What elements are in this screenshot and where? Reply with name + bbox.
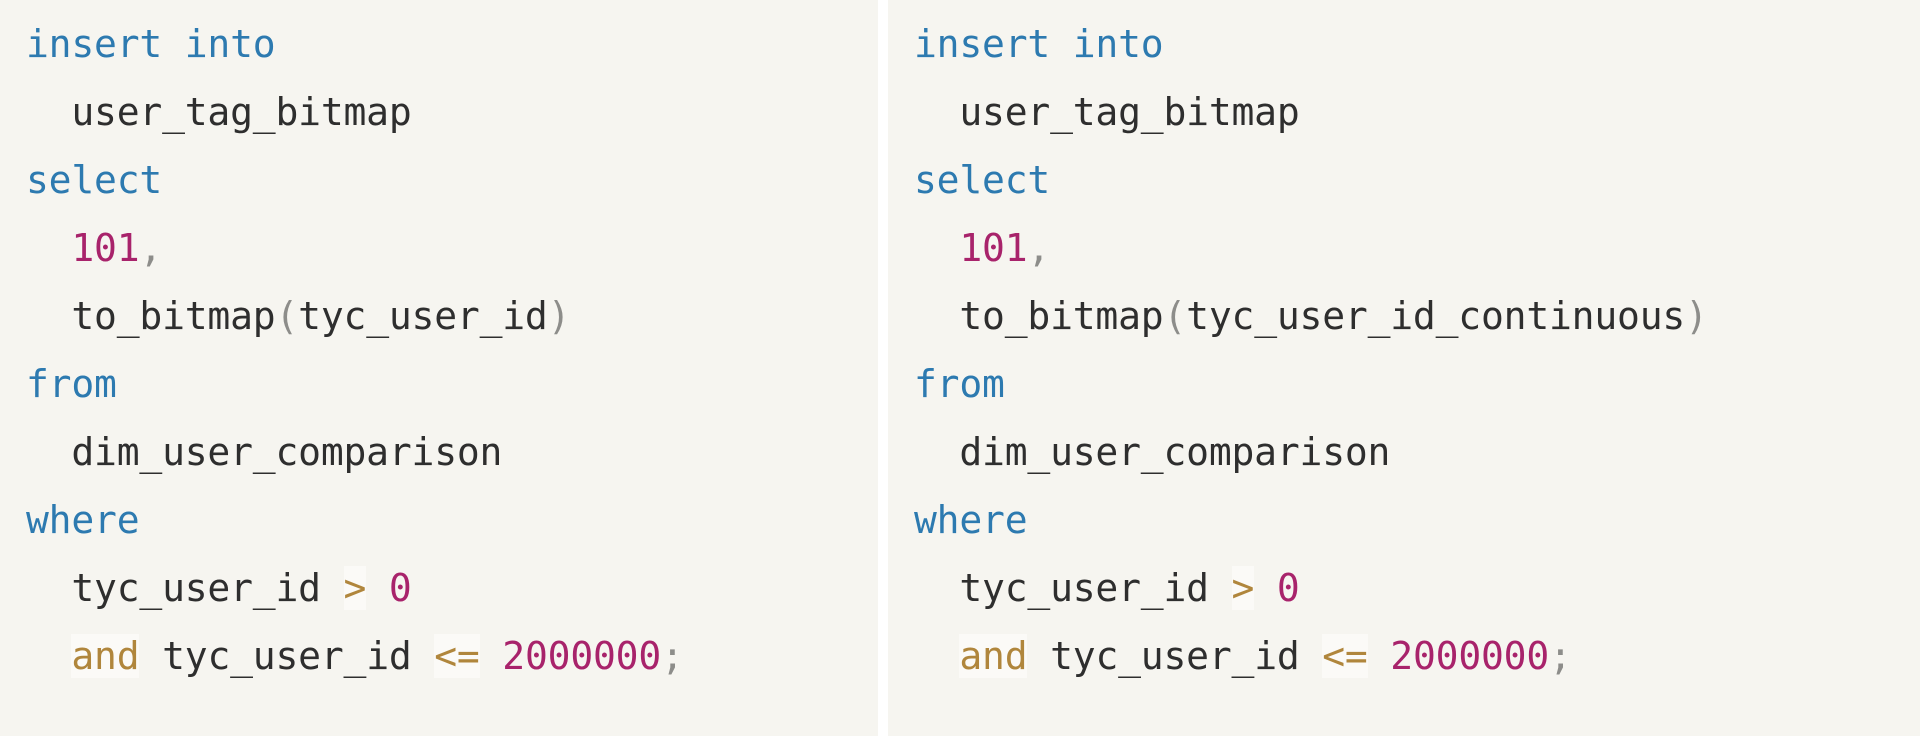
code-token-opkw: and <box>71 634 140 678</box>
code-line: dim_user_comparison <box>0 418 878 486</box>
code-token-num: 0 <box>388 566 412 610</box>
code-token-punc: ) <box>547 294 571 338</box>
code-line: tyc_user_id > 0 <box>0 554 878 622</box>
code-token-kw: select <box>26 158 163 202</box>
code-token-kw: from <box>914 362 1005 406</box>
code-token-id: to_bitmap <box>959 294 1164 338</box>
indent-space <box>914 294 959 338</box>
code-token-id: tyc_user_id <box>298 294 548 338</box>
indent-space <box>26 226 71 270</box>
code-token-id: user_tag_bitmap <box>71 90 412 134</box>
code-token-kw: insert into <box>26 22 276 66</box>
code-token-ws <box>1368 634 1391 678</box>
code-token-ws <box>1027 634 1050 678</box>
code-token-id: to_bitmap <box>71 294 276 338</box>
code-token-id: tyc_user_id <box>1050 634 1300 678</box>
code-token-num: 2000000 <box>502 634 662 678</box>
code-line: select <box>0 146 878 214</box>
code-token-kw: insert into <box>914 22 1164 66</box>
code-line: from <box>0 350 878 418</box>
code-token-ws <box>412 634 435 678</box>
code-token-op: <= <box>434 634 480 678</box>
code-token-punc: , <box>1027 226 1051 270</box>
indent-space <box>26 90 71 134</box>
code-token-kw: where <box>914 498 1028 542</box>
code-token-punc: , <box>139 226 163 270</box>
code-token-num: 2000000 <box>1390 634 1550 678</box>
indent-space <box>914 566 959 610</box>
code-token-id: tyc_user_id <box>71 566 321 610</box>
code-token-ws <box>1209 566 1232 610</box>
indent-space <box>26 430 71 474</box>
code-line: insert into <box>888 10 1920 78</box>
code-line: where <box>0 486 878 554</box>
code-token-id: user_tag_bitmap <box>959 90 1300 134</box>
indent-space <box>914 634 959 678</box>
code-token-opkw: and <box>959 634 1028 678</box>
code-token-ws <box>1300 634 1323 678</box>
code-line: where <box>888 486 1920 554</box>
code-token-punc: ) <box>1685 294 1708 338</box>
indent-space <box>914 430 959 474</box>
code-line: to_bitmap(tyc_user_id_continuous) <box>888 282 1920 350</box>
indent-space <box>26 566 71 610</box>
code-token-num: 0 <box>1276 566 1300 610</box>
indent-space <box>914 90 959 134</box>
code-token-kw: from <box>26 362 117 406</box>
code-token-punc: ; <box>1549 634 1572 678</box>
code-line: dim_user_comparison <box>888 418 1920 486</box>
code-line: user_tag_bitmap <box>888 78 1920 146</box>
code-line: insert into <box>0 10 878 78</box>
code-line: 101, <box>888 214 1920 282</box>
code-line: user_tag_bitmap <box>0 78 878 146</box>
code-token-id: tyc_user_id_continuous <box>1186 294 1686 338</box>
code-token-op: <= <box>1322 634 1368 678</box>
code-token-num: 101 <box>71 226 140 270</box>
code-token-kw: select <box>914 158 1051 202</box>
code-token-punc: ( <box>1163 294 1187 338</box>
code-line: to_bitmap(tyc_user_id) <box>0 282 878 350</box>
code-line: and tyc_user_id <= 2000000; <box>888 622 1920 690</box>
code-token-ws <box>1254 566 1277 610</box>
code-token-op: > <box>343 566 367 610</box>
code-token-id: dim_user_comparison <box>71 430 503 474</box>
code-token-num: 101 <box>959 226 1028 270</box>
code-token-id: dim_user_comparison <box>959 430 1391 474</box>
code-token-id: tyc_user_id <box>959 566 1209 610</box>
code-line: 101, <box>0 214 878 282</box>
indent-space <box>26 294 71 338</box>
indent-space <box>914 226 959 270</box>
code-token-ws <box>139 634 162 678</box>
code-token-ws <box>321 566 344 610</box>
code-line: select <box>888 146 1920 214</box>
code-line: tyc_user_id > 0 <box>888 554 1920 622</box>
code-token-id: tyc_user_id <box>162 634 412 678</box>
code-token-op: > <box>1231 566 1255 610</box>
code-token-ws <box>480 634 503 678</box>
code-token-kw: where <box>26 498 140 542</box>
code-token-punc: ; <box>661 634 684 678</box>
code-line: and tyc_user_id <= 2000000; <box>0 622 878 690</box>
code-line: from <box>888 350 1920 418</box>
code-token-punc: ( <box>275 294 299 338</box>
code-token-ws <box>366 566 389 610</box>
indent-space <box>26 634 71 678</box>
panel-divider <box>878 0 888 736</box>
